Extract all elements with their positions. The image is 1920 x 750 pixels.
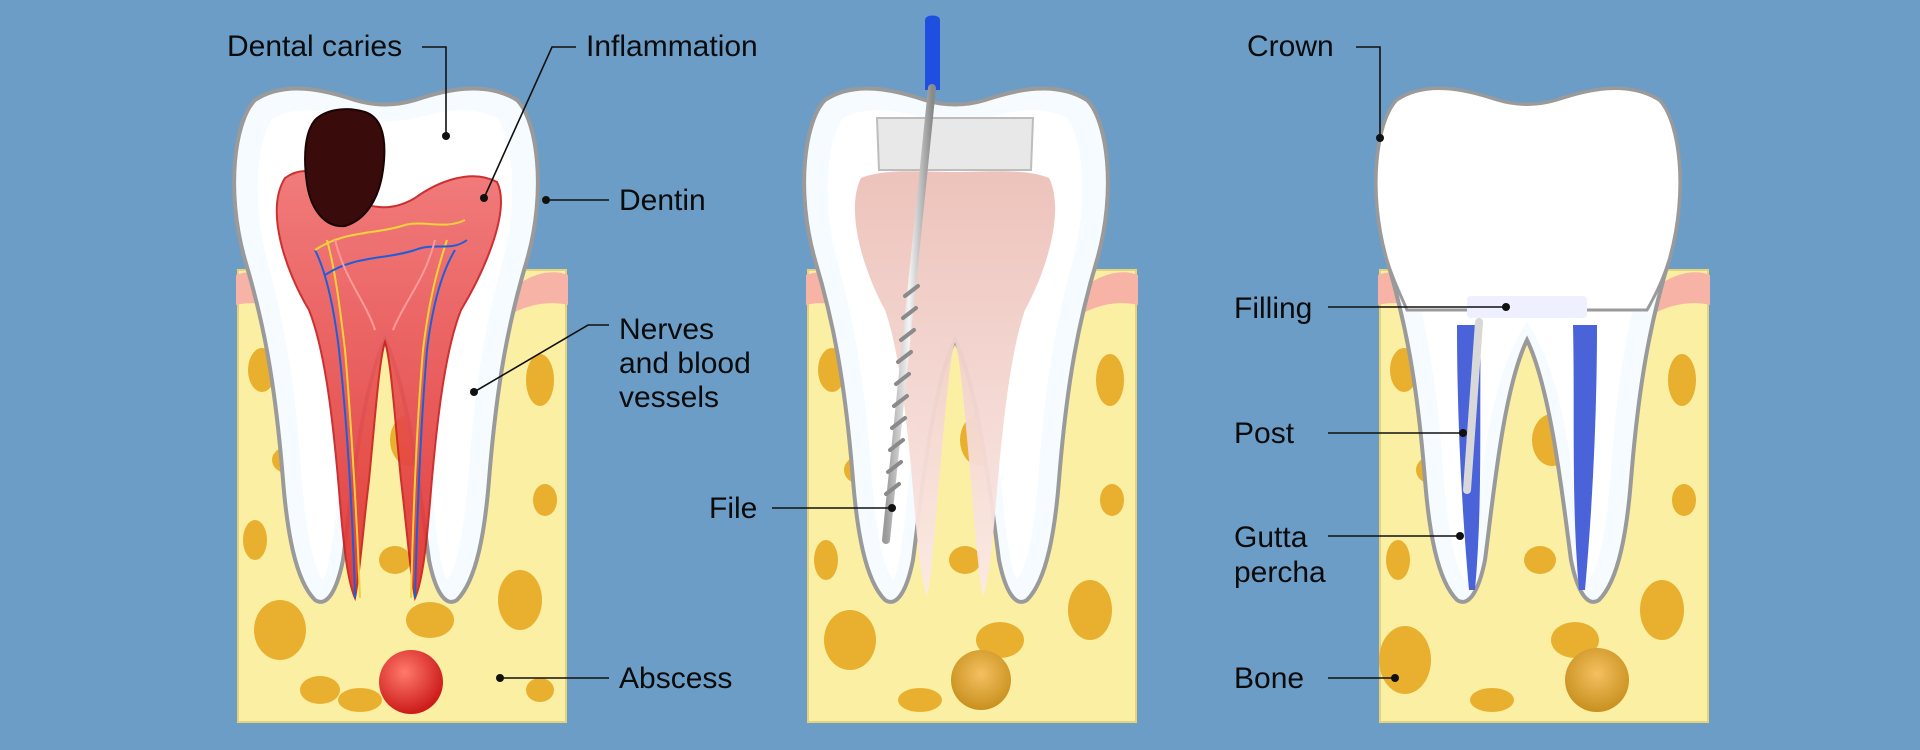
tooth-infected-icon <box>232 86 540 714</box>
dental-caries-lesion <box>304 108 386 228</box>
panel-cleaning: File <box>709 15 1138 723</box>
post-rod <box>1463 318 1483 494</box>
crown-cap <box>1374 87 1682 312</box>
label-abscess: Abscess <box>619 662 732 695</box>
tooth-restored-icon <box>1374 86 1682 712</box>
label-filling: Filling <box>1234 292 1312 325</box>
label-crown: Crown <box>1247 30 1334 63</box>
panel-restored: Crown Filling Post Gutta percha Bone <box>1234 30 1710 723</box>
panel-infected: Dental caries Inflammation Dentin Nerves… <box>227 30 758 723</box>
label-nerves-3: vessels <box>619 381 719 414</box>
label-inflammation: Inflammation <box>586 30 758 63</box>
label-nerves-2: and blood <box>619 347 751 380</box>
filling-layer <box>1467 296 1587 318</box>
nerve-vessels <box>314 219 468 599</box>
label-dental-caries: Dental caries <box>227 30 402 63</box>
label-file: File <box>709 492 757 525</box>
label-gutta-2: percha <box>1234 556 1326 589</box>
tooth-cleaning-icon <box>802 86 1110 710</box>
cleaned-pulp <box>854 171 1056 596</box>
leader-nerves <box>473 324 609 393</box>
label-dentin: Dentin <box>619 184 706 217</box>
label-gutta-1: Gutta <box>1234 521 1308 554</box>
leader-crown <box>1356 46 1381 138</box>
leader-dental-caries <box>422 46 447 136</box>
gutta-percha-right <box>1573 325 1597 590</box>
leader-inflammation <box>483 46 576 199</box>
endodontic-file-icon <box>882 15 940 544</box>
label-post: Post <box>1234 417 1295 450</box>
apex-3 <box>1565 648 1629 712</box>
label-nerves-1: Nerves <box>619 313 714 346</box>
access-cavity <box>875 117 1035 171</box>
abscess-sphere <box>379 650 443 714</box>
inflamed-pulp <box>275 170 502 602</box>
label-bone: Bone <box>1234 662 1304 695</box>
apex-2 <box>951 650 1011 710</box>
